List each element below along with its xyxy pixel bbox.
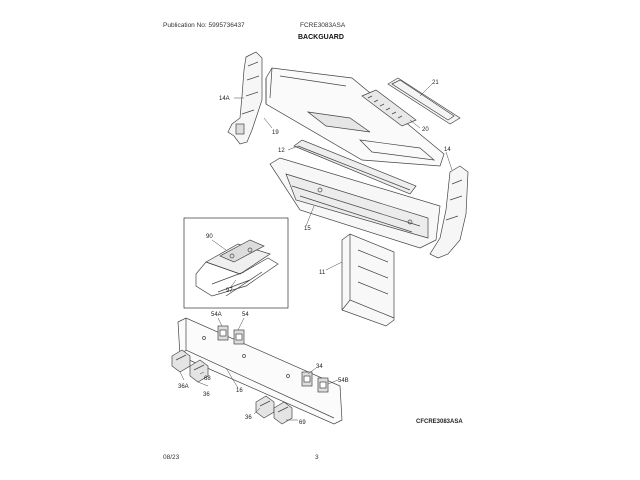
publication-number: Publication No: 5995736437 bbox=[163, 22, 245, 29]
callout-15: 15 bbox=[304, 226, 311, 232]
callout-97: 97 bbox=[226, 288, 233, 294]
callout-34: 34 bbox=[316, 364, 323, 370]
backguard-panel-19 bbox=[265, 67, 445, 167]
callout-54: 54 bbox=[242, 312, 249, 318]
page-number: 3 bbox=[315, 454, 319, 461]
switch-54b bbox=[317, 377, 329, 393]
callout-68: 68 bbox=[204, 376, 211, 382]
page-title: BACKGUARD bbox=[298, 34, 344, 41]
callout-20: 20 bbox=[422, 127, 429, 133]
knob-69 bbox=[273, 401, 293, 425]
knob-36-center bbox=[255, 395, 275, 419]
right-side-bracket-14 bbox=[429, 165, 469, 259]
callout-12: 12 bbox=[278, 148, 285, 154]
callout-19: 19 bbox=[272, 130, 279, 136]
callout-11: 11 bbox=[319, 270, 326, 276]
left-side-bracket-14a bbox=[227, 51, 263, 145]
callout-21: 21 bbox=[432, 80, 439, 86]
model-number: FCRE3083ASA bbox=[300, 22, 346, 29]
callout-90: 90 bbox=[206, 234, 213, 240]
switch-54 bbox=[233, 329, 245, 345]
knob-36-left bbox=[189, 359, 209, 383]
callout-14a: 14A bbox=[219, 96, 230, 102]
callout-16: 16 bbox=[236, 388, 243, 394]
callout-14: 14 bbox=[444, 147, 451, 153]
overlay-21 bbox=[387, 77, 461, 125]
switch-54a bbox=[217, 325, 229, 341]
trim-12 bbox=[293, 139, 417, 195]
callout-36-left: 36 bbox=[203, 392, 210, 398]
diagram-id: CFCRE3083ASA bbox=[416, 419, 463, 425]
callout-36a: 36A bbox=[178, 384, 189, 390]
footer-date: 08/23 bbox=[163, 454, 180, 461]
switch-34 bbox=[301, 371, 313, 387]
housing-15 bbox=[269, 157, 441, 249]
cover-11 bbox=[341, 233, 395, 327]
callout-54b: 54B bbox=[338, 378, 349, 384]
callout-54a: 54A bbox=[211, 312, 222, 318]
inset-detail-box bbox=[183, 217, 289, 309]
callout-36-center: 36 bbox=[245, 415, 252, 421]
control-board-20 bbox=[361, 89, 417, 127]
callout-69: 69 bbox=[299, 420, 306, 426]
leader-lines bbox=[179, 83, 453, 421]
